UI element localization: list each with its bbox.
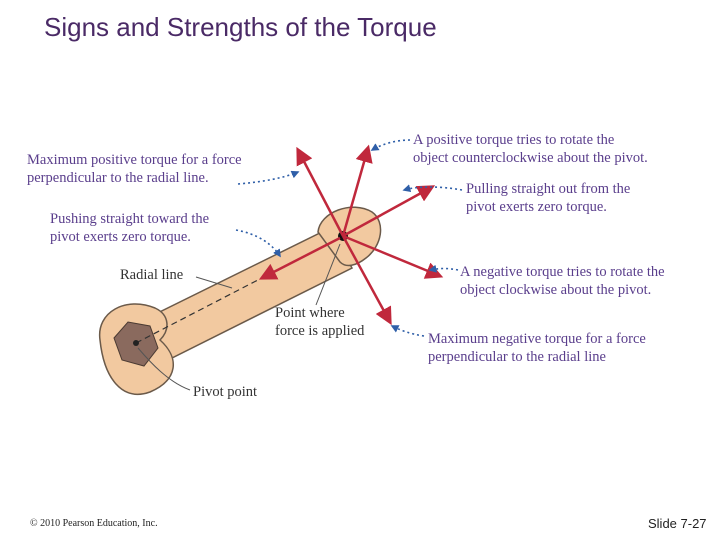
label-pushing-zero-torque: Pushing straight toward the pivot exerts…: [50, 210, 209, 246]
label-line: Pulling straight out from the: [466, 181, 631, 197]
copyright-notice: © 2010 Pearson Education, Inc.: [30, 518, 158, 529]
label-line: force is applied: [275, 323, 365, 339]
arrow-pulling-out: [342, 185, 436, 238]
pointer-max-negative: [390, 325, 425, 337]
pointer-negative-torque: [428, 264, 459, 273]
force-arrows: [258, 144, 444, 326]
label-line: Maximum negative torque for a force: [428, 331, 646, 347]
label-line: Pushing straight toward the: [50, 211, 210, 227]
leader-radial-line: [195, 276, 233, 289]
label-line: Point where: [275, 305, 345, 321]
arrow-positive-perpendicular: [296, 146, 345, 237]
leader-pivot-point: [137, 347, 191, 391]
label-line: pivot exerts zero torque.: [466, 199, 607, 215]
pointer-positive-torque: [370, 139, 411, 151]
arrow-negative-perpendicular: [341, 235, 392, 326]
label-line: A negative torque tries to rotate the: [460, 264, 665, 280]
label-negative-torque: A negative torque tries to rotate the ob…: [460, 263, 665, 299]
leader-point-where: [315, 243, 341, 306]
pointer-pulling: [402, 184, 463, 193]
label-line: A positive torque tries to rotate the: [413, 132, 615, 148]
label-max-positive-torque: Maximum positive torque for a force perp…: [27, 151, 242, 187]
pointer-max-positive: [237, 170, 300, 185]
label-line: Maximum positive torque for a force: [27, 152, 242, 168]
label-line: pivot exerts zero torque.: [50, 229, 191, 245]
wrench: [99, 206, 382, 395]
arrow-negative-torque: [342, 234, 444, 279]
label-line: perpendicular to the radial line.: [27, 170, 209, 186]
label-point-where-force-applied: Point where force is applied: [275, 304, 364, 340]
label-radial-line: Radial line: [120, 267, 184, 283]
slide-title: Signs and Strengths of the Torque: [44, 12, 437, 42]
label-pivot-point: Pivot point: [193, 384, 258, 400]
leader-lines: [137, 243, 341, 391]
arrow-positive-torque: [341, 144, 373, 237]
label-positive-torque: A positive torque tries to rotate the ob…: [413, 131, 648, 167]
wrench-end: [317, 206, 382, 267]
slide-number: Slide 7-27: [648, 516, 707, 531]
label-max-negative-torque: Maximum negative torque for a force perp…: [428, 330, 646, 366]
pointer-pushing: [235, 229, 281, 258]
label-line: perpendicular to the radial line: [428, 349, 606, 365]
label-line: object counterclockwise about the pivot.: [413, 150, 648, 166]
label-pointers: [235, 139, 463, 337]
label-line: object clockwise about the pivot.: [460, 282, 652, 298]
arrow-pushing-toward: [258, 236, 341, 280]
pivot-dot: [133, 340, 139, 346]
label-pulling-zero-torque: Pulling straight out from the pivot exer…: [466, 180, 630, 216]
